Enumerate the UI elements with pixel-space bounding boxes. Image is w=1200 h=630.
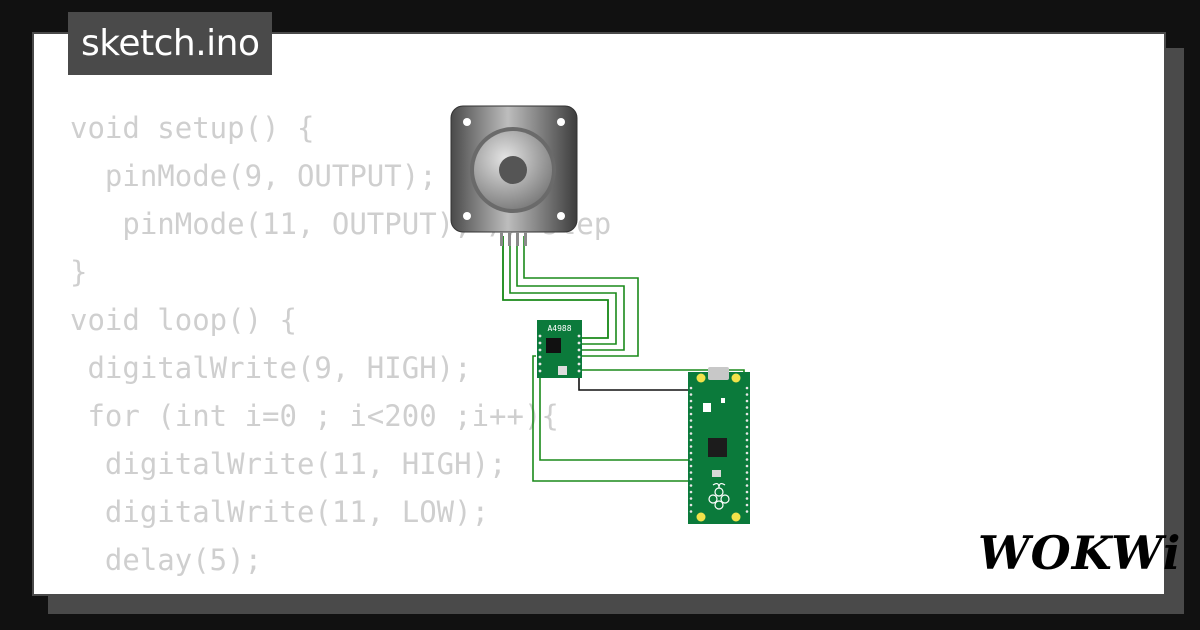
header-pin <box>689 471 693 474</box>
header-pin <box>745 471 749 474</box>
header-pin <box>689 497 693 500</box>
header-pin <box>745 497 749 500</box>
driver-label: A4988 <box>547 324 571 333</box>
file-name-tab: sketch.ino <box>68 12 273 75</box>
header-pin <box>745 458 749 461</box>
header-pin <box>745 432 749 435</box>
header-pin <box>745 386 749 390</box>
motor-wires <box>502 236 639 357</box>
header-pin <box>745 445 749 448</box>
header-pin <box>745 419 749 422</box>
header-pin <box>689 432 693 435</box>
code-line: digitalWrite(11, HIGH); <box>70 447 507 481</box>
header-pin <box>689 484 693 487</box>
header-pin <box>689 458 693 461</box>
header-pin <box>745 412 749 416</box>
header-pin <box>689 464 693 468</box>
header-pin <box>745 503 749 507</box>
wokwi-logo: WOKWi <box>978 526 1182 580</box>
header-pin <box>689 490 693 494</box>
raspberry-pi-pico <box>688 367 750 524</box>
header-pin <box>689 393 693 396</box>
header-pin <box>689 399 693 403</box>
code-background: void setup() { pinMode(9, OUTPUT); pinMo… <box>70 104 611 584</box>
code-line: delay(5); <box>70 543 263 577</box>
stepper-motor <box>450 105 578 246</box>
header-pin <box>745 406 749 409</box>
header-pin <box>745 438 749 442</box>
header-pin <box>689 386 693 390</box>
header-pin <box>689 412 693 416</box>
raspberry-logo <box>708 482 730 510</box>
header-pin <box>689 419 693 422</box>
header-pin <box>689 510 693 513</box>
header-pin <box>745 425 749 429</box>
header-pin <box>689 445 693 448</box>
header-pin <box>689 477 693 481</box>
code-line: digitalWrite(9, HIGH); <box>70 351 472 385</box>
header-pin <box>689 425 693 429</box>
header-pin <box>745 510 749 513</box>
a4988-driver: A4988 <box>537 320 582 378</box>
header-pin <box>745 393 749 396</box>
header-pin <box>689 503 693 507</box>
code-line: pinMode(9, OUTPUT); <box>70 159 437 193</box>
code-line: digitalWrite(11, LOW); <box>70 495 490 529</box>
preview-card: void setup() { pinMode(9, OUTPUT); pinMo… <box>32 32 1166 596</box>
code-line: for (int i=0 ; i<200 ;i++){ <box>70 399 559 433</box>
header-pin <box>745 399 749 403</box>
header-pin <box>745 464 749 468</box>
header-pin <box>745 477 749 481</box>
header-pin <box>745 451 749 455</box>
header-pin <box>745 490 749 494</box>
code-line: } <box>70 255 88 289</box>
header-pin <box>689 406 693 409</box>
code-line: void loop() { <box>70 303 297 337</box>
code-line: void setup() { <box>70 111 315 145</box>
header-pin <box>689 451 693 455</box>
header-pin <box>689 438 693 442</box>
header-pin <box>745 484 749 487</box>
